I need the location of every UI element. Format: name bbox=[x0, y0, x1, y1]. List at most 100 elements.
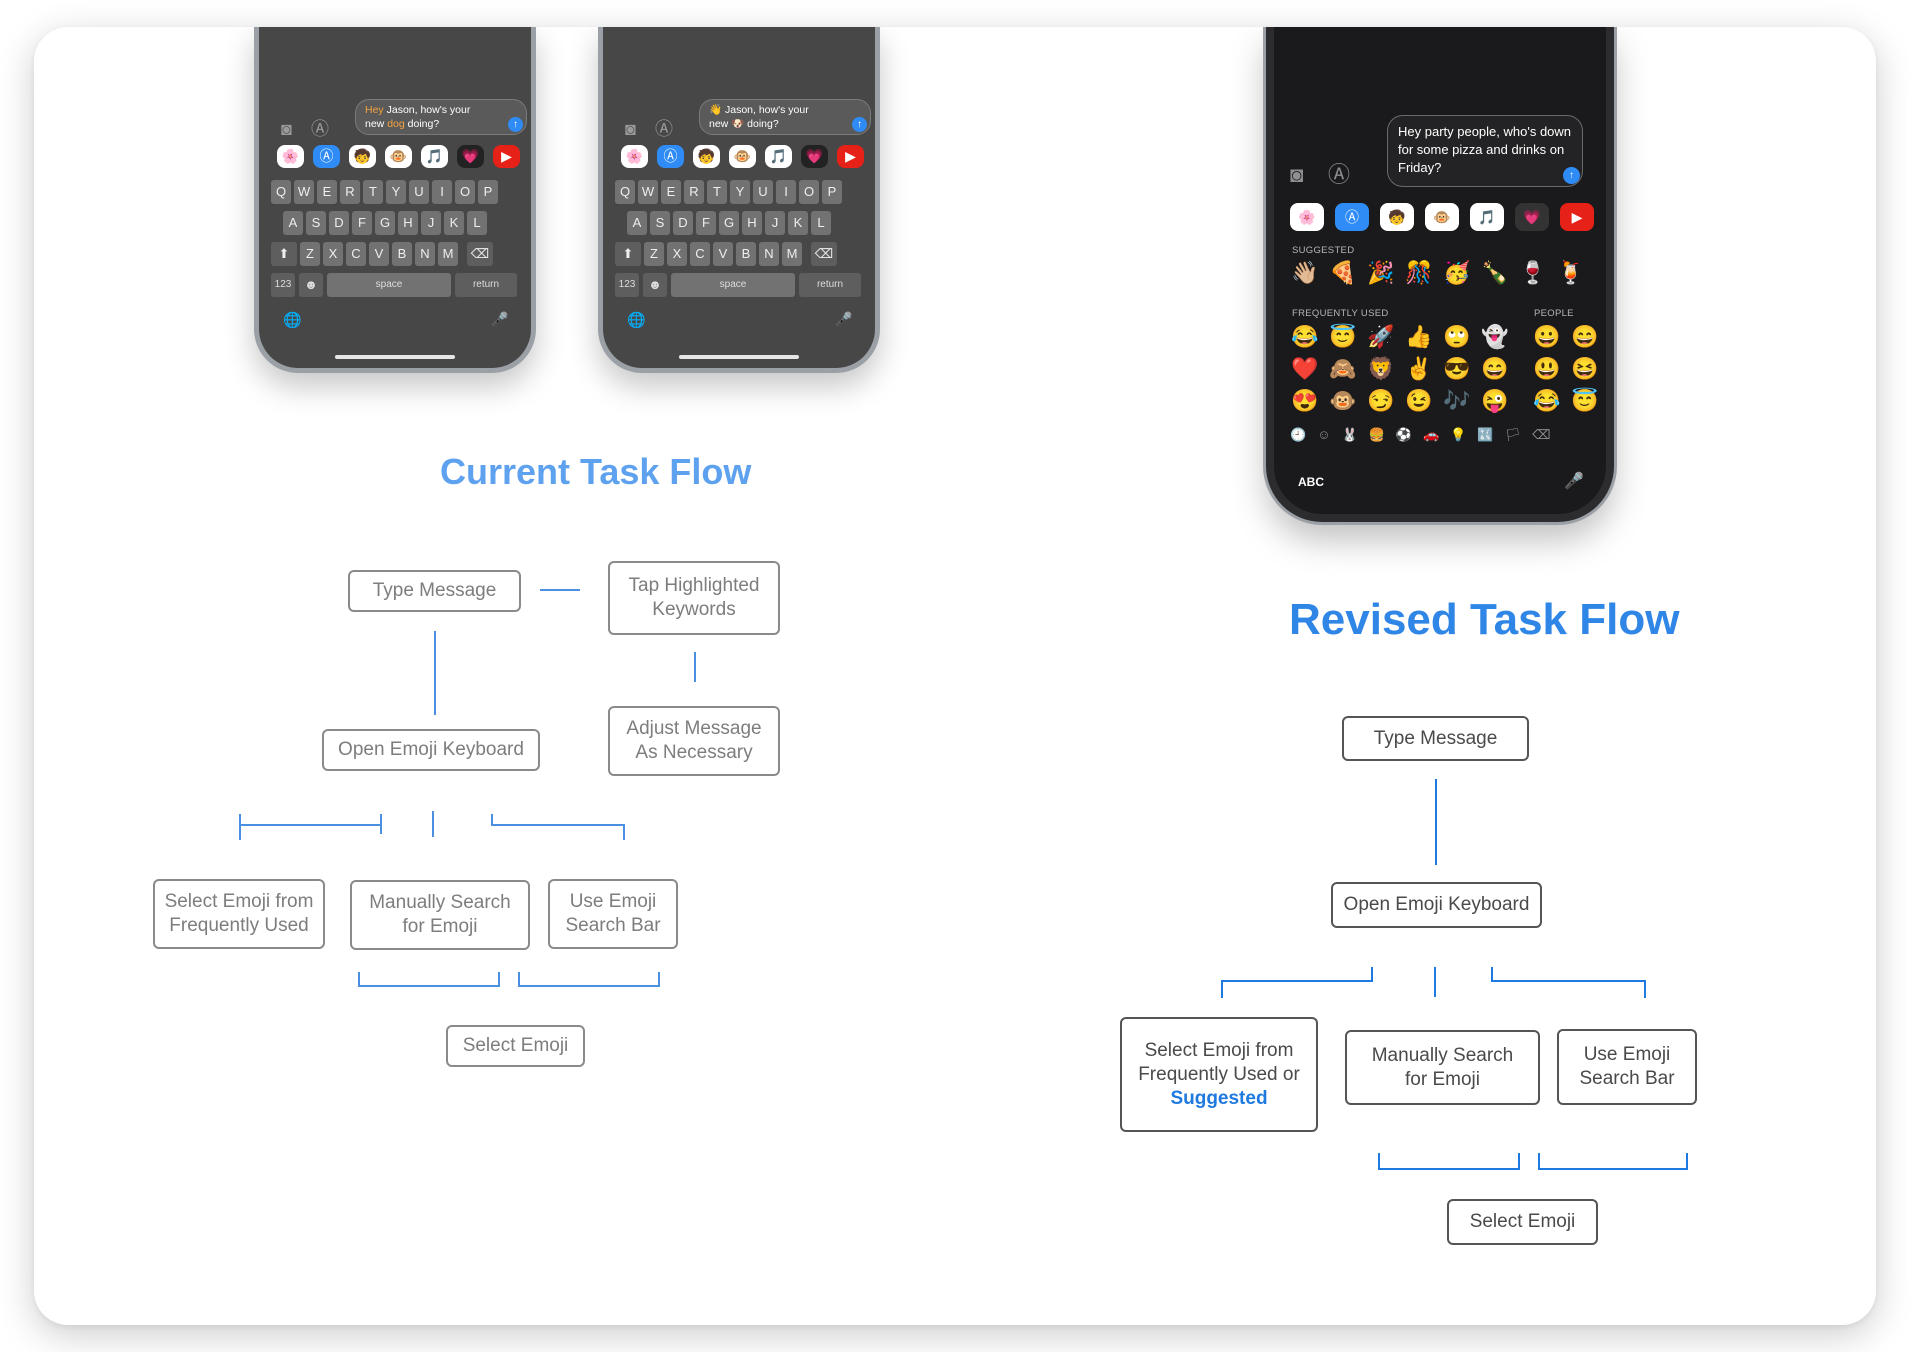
send-icon[interactable]: ↑ bbox=[852, 117, 867, 132]
key[interactable]: S bbox=[650, 211, 670, 235]
animoji-app-icon[interactable]: 🐵 bbox=[1425, 203, 1459, 231]
flags-category-icon[interactable]: 🏳 bbox=[1504, 427, 1522, 442]
digital-touch-app-icon[interactable]: 💗 bbox=[801, 145, 828, 168]
music-app-icon[interactable]: 🎵 bbox=[421, 145, 448, 168]
emoji[interactable]: 🥳 bbox=[1443, 260, 1471, 285]
key[interactable]: R bbox=[684, 180, 704, 204]
key[interactable]: U bbox=[409, 180, 429, 204]
memoji-app-icon[interactable]: 🧒 bbox=[349, 145, 376, 168]
key[interactable]: E bbox=[317, 180, 337, 204]
emoji[interactable]: ❤️ bbox=[1291, 356, 1319, 381]
key[interactable]: T bbox=[363, 180, 383, 204]
globe-icon[interactable]: 🌐 bbox=[627, 312, 646, 329]
smileys-category-icon[interactable]: ☺ bbox=[1317, 427, 1331, 442]
key[interactable]: J bbox=[421, 211, 441, 235]
home-indicator[interactable] bbox=[679, 355, 799, 359]
emoji[interactable]: 🦁 bbox=[1367, 356, 1395, 381]
key[interactable]: B bbox=[736, 242, 756, 266]
abc-key[interactable]: ABC bbox=[1298, 475, 1324, 489]
app-store-icon[interactable]: Ⓐ bbox=[655, 119, 673, 139]
key[interactable]: L bbox=[467, 211, 487, 235]
emoji[interactable]: 🐵 bbox=[1329, 388, 1357, 413]
return-key[interactable]: return bbox=[799, 273, 861, 297]
numbers-key[interactable]: 123 bbox=[615, 273, 639, 297]
animoji-app-icon[interactable]: 🐵 bbox=[729, 145, 756, 168]
emoji[interactable]: 👍 bbox=[1405, 324, 1433, 349]
emoji[interactable]: 👋🏼 bbox=[1291, 260, 1319, 285]
emoji[interactable]: 😜 bbox=[1481, 388, 1509, 413]
key[interactable]: F bbox=[352, 211, 372, 235]
key[interactable]: Y bbox=[386, 180, 406, 204]
return-key[interactable]: return bbox=[455, 273, 517, 297]
key[interactable]: U bbox=[753, 180, 773, 204]
music-app-icon[interactable]: 🎵 bbox=[1470, 203, 1504, 231]
highlighted-keyword[interactable]: Hey bbox=[365, 104, 384, 116]
send-icon[interactable]: ↑ bbox=[508, 117, 523, 132]
key[interactable]: L bbox=[811, 211, 831, 235]
key[interactable]: F bbox=[696, 211, 716, 235]
digital-touch-app-icon[interactable]: 💗 bbox=[1515, 203, 1549, 231]
emoji[interactable]: 😆 bbox=[1571, 356, 1599, 381]
emoji[interactable]: 🍕 bbox=[1329, 260, 1357, 285]
key[interactable]: C bbox=[690, 242, 710, 266]
food-category-icon[interactable]: 🍔 bbox=[1368, 427, 1385, 442]
emoji[interactable]: 🎊 bbox=[1405, 260, 1433, 285]
emoji[interactable]: 😄 bbox=[1481, 356, 1509, 381]
travel-category-icon[interactable]: 🚗 bbox=[1423, 427, 1440, 442]
key[interactable]: N bbox=[415, 242, 435, 266]
space-key[interactable]: space bbox=[327, 273, 451, 297]
delete-icon[interactable]: ⌫ bbox=[1532, 427, 1551, 442]
key[interactable]: E bbox=[661, 180, 681, 204]
key[interactable]: X bbox=[667, 242, 687, 266]
symbols-category-icon[interactable]: 🔣 bbox=[1477, 427, 1494, 442]
emoji[interactable]: 😏 bbox=[1367, 388, 1395, 413]
emoji[interactable]: 😉 bbox=[1405, 388, 1433, 413]
video-app-icon[interactable]: ▶ bbox=[837, 145, 864, 168]
photos-app-icon[interactable]: 🌸 bbox=[1290, 203, 1324, 231]
key[interactable]: A bbox=[627, 211, 647, 235]
microphone-icon[interactable]: 🎤 bbox=[835, 311, 853, 327]
key[interactable]: V bbox=[713, 242, 733, 266]
key[interactable]: Z bbox=[300, 242, 320, 266]
delete-key[interactable]: ⌫ bbox=[467, 242, 493, 266]
highlighted-keyword[interactable]: dog bbox=[387, 118, 405, 130]
emoji[interactable]: 🙄 bbox=[1443, 324, 1471, 349]
key[interactable]: M bbox=[438, 242, 458, 266]
key[interactable]: M bbox=[782, 242, 802, 266]
key[interactable]: Q bbox=[271, 180, 291, 204]
key[interactable]: J bbox=[765, 211, 785, 235]
digital-touch-app-icon[interactable]: 💗 bbox=[457, 145, 484, 168]
key[interactable]: H bbox=[742, 211, 762, 235]
app-store-icon[interactable]: Ⓐ bbox=[311, 119, 329, 139]
key[interactable]: G bbox=[375, 211, 395, 235]
globe-icon[interactable]: 🌐 bbox=[283, 312, 302, 329]
memoji-app-icon[interactable]: 🧒 bbox=[1380, 203, 1414, 231]
activity-category-icon[interactable]: ⚽ bbox=[1395, 427, 1413, 442]
emoji[interactable]: 😂 bbox=[1291, 324, 1319, 349]
key[interactable]: C bbox=[346, 242, 366, 266]
emoji[interactable]: 🙈 bbox=[1329, 356, 1357, 381]
music-app-icon[interactable]: 🎵 bbox=[765, 145, 792, 168]
key[interactable]: I bbox=[432, 180, 452, 204]
key[interactable]: X bbox=[323, 242, 343, 266]
animals-category-icon[interactable]: 🐰 bbox=[1341, 427, 1358, 442]
key[interactable]: H bbox=[398, 211, 418, 235]
emoji[interactable]: 😎 bbox=[1443, 356, 1471, 381]
objects-category-icon[interactable]: 💡 bbox=[1450, 427, 1467, 442]
key[interactable]: I bbox=[776, 180, 796, 204]
key[interactable]: G bbox=[719, 211, 739, 235]
app-store-app-icon[interactable]: Ⓐ bbox=[657, 145, 684, 168]
emoji[interactable]: 😂 bbox=[1533, 388, 1561, 413]
key[interactable]: D bbox=[329, 211, 349, 235]
emoji[interactable]: 🍷 bbox=[1519, 260, 1547, 285]
photos-app-icon[interactable]: 🌸 bbox=[621, 145, 648, 168]
emoji[interactable]: 🎶 bbox=[1443, 388, 1471, 413]
emoji-key[interactable]: ☻ bbox=[643, 273, 667, 297]
key[interactable]: D bbox=[673, 211, 693, 235]
key[interactable]: W bbox=[638, 180, 658, 204]
home-indicator[interactable] bbox=[335, 355, 455, 359]
video-app-icon[interactable]: ▶ bbox=[493, 145, 520, 168]
emoji[interactable]: 😃 bbox=[1533, 356, 1561, 381]
memoji-app-icon[interactable]: 🧒 bbox=[693, 145, 720, 168]
key[interactable]: P bbox=[478, 180, 498, 204]
